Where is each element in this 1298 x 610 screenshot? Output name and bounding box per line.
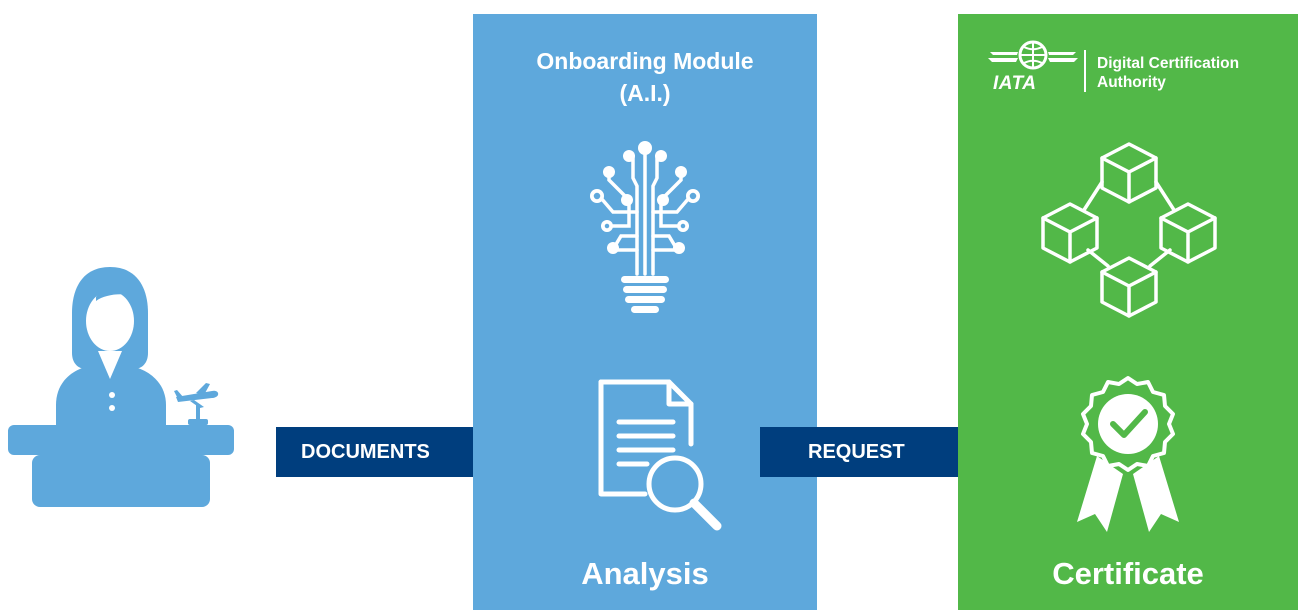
ai-lightbulb-icon — [590, 141, 700, 313]
documents-arrow-label: DOCUMENTS — [301, 441, 430, 463]
authority-name: Digital Certification Authority — [1097, 54, 1239, 92]
agent-at-desk-icon — [8, 267, 234, 507]
authority-line1: Digital Certification — [1097, 55, 1240, 72]
onboarding-module-title: Onboarding Module (A.I.) — [473, 45, 817, 109]
analysis-label: Analysis — [581, 556, 709, 591]
request-arrow-label: REQUEST — [808, 441, 905, 463]
certificate-badge-icon — [1077, 376, 1179, 532]
panel-title-line2: (A.I.) — [619, 80, 671, 106]
iata-globe-logo-icon — [988, 40, 1078, 70]
logo-divider — [1084, 50, 1086, 92]
certification-authority-panel: IATA Digital Certification Authority — [958, 14, 1298, 610]
certificate-label: Certificate — [1052, 556, 1204, 591]
panel-title-line1: Onboarding Module — [536, 48, 754, 74]
document-search-icon — [598, 379, 722, 531]
blockchain-cubes-icon — [1041, 142, 1217, 318]
onboarding-module-panel: Onboarding Module (A.I.) — [473, 14, 817, 610]
iata-wordmark: IATA — [993, 73, 1037, 94]
authority-line2: Authority — [1097, 74, 1166, 91]
